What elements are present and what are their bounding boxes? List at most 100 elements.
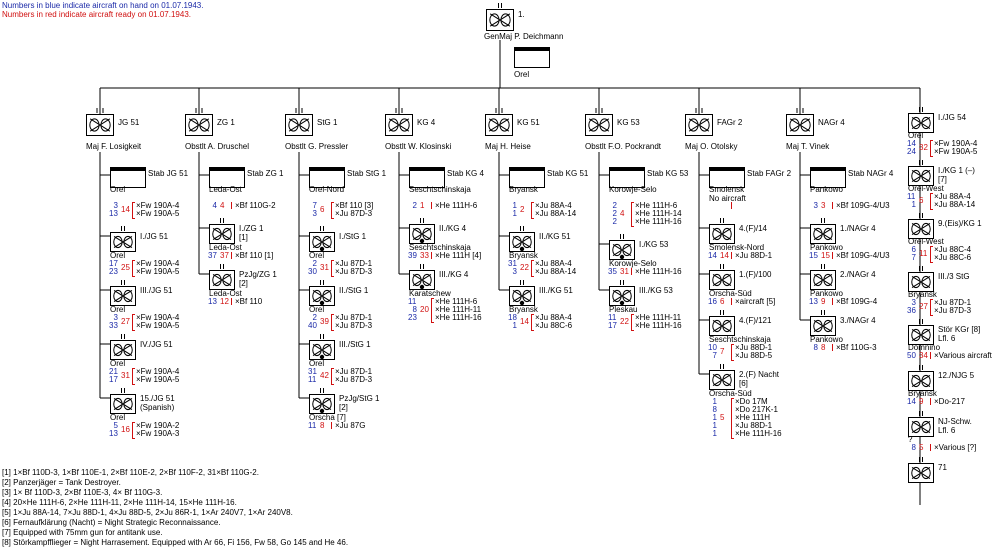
right-unit-strength-aircraft: ×Various aircraft bbox=[934, 351, 992, 360]
gruppe-strength-onhand: 1 bbox=[712, 429, 717, 438]
stab-strength-onhand: 2 bbox=[412, 201, 417, 210]
stab-strength-ready: 4 bbox=[220, 201, 225, 210]
gruppe-subnote: [1] bbox=[239, 233, 248, 242]
gruppe-strength-aircraft: ×He 111H-11 bbox=[635, 313, 682, 322]
bracket bbox=[631, 314, 634, 331]
unit-location: Leda-Ost bbox=[209, 185, 242, 194]
gruppe-strength-onhand: 30 bbox=[308, 267, 317, 276]
wing-name: JG 51 bbox=[118, 118, 140, 127]
right-unit-strength-onhand: 14 bbox=[907, 397, 916, 406]
gruppe-strength-aircraft: ×Bf 110 bbox=[235, 297, 263, 306]
gruppe-symbol-icon bbox=[709, 218, 735, 244]
gruppe-strength-aircraft: ×Ju 87D-1 bbox=[335, 367, 373, 376]
gruppe-strength-onhand: 17 bbox=[109, 259, 118, 268]
right-unit-strength-onhand: 7 bbox=[911, 253, 916, 262]
gruppe-symbol-icon bbox=[509, 280, 535, 306]
stab-strength-aircraft: ×Ju 87D-3 bbox=[335, 209, 373, 218]
gruppe-strength-ready: 25 bbox=[121, 263, 130, 272]
gruppe-name: PzJg/StG 1 bbox=[339, 394, 380, 403]
unit-location: Seschtschinskaja bbox=[709, 335, 771, 344]
gruppe-strength-onhand: 1 bbox=[712, 397, 717, 406]
bracket bbox=[331, 260, 334, 277]
gruppe-subnote: [2] bbox=[339, 403, 348, 412]
unit-location: Bryansk bbox=[509, 305, 538, 314]
stab-strength-aircraft: ×Bf 109G-4/U3 bbox=[836, 201, 890, 210]
stab-name: Stab ZG 1 bbox=[247, 169, 284, 178]
stab-strength-aircraft: ×Ju 88A-4 bbox=[535, 201, 572, 210]
right-unit-location: Orel-West bbox=[908, 184, 944, 193]
gruppe-name: 4.(F)/14 bbox=[739, 224, 768, 233]
gruppe-strength-onhand: 2 bbox=[312, 313, 317, 322]
stab-strength-aircraft: ×Fw 190A-5 bbox=[136, 209, 180, 218]
unit-location: Leda-Ost bbox=[209, 243, 242, 252]
right-unit-strength-ready: 5 bbox=[919, 443, 924, 452]
footnote: [3] 1× Bf 110D-3, 2×Bf 110E-3, 4× Bf 110… bbox=[2, 488, 163, 497]
gruppe-symbol-icon bbox=[110, 280, 136, 306]
gruppe-symbol-icon bbox=[110, 388, 136, 414]
right-unit-symbol-icon bbox=[908, 107, 934, 133]
right-unit-strength-onhand: 50 bbox=[907, 351, 916, 360]
stab-strength-aircraft: ×He 111H-6 bbox=[435, 201, 478, 210]
gruppe-strength-ready: 14 bbox=[720, 251, 729, 260]
wing-name: NAGr 4 bbox=[818, 118, 845, 127]
bracket bbox=[930, 444, 931, 451]
bracket bbox=[731, 252, 732, 259]
gruppe-symbol-icon bbox=[709, 364, 735, 390]
bracket bbox=[731, 398, 734, 439]
gruppe-symbol-icon bbox=[810, 218, 836, 244]
gruppe-strength-ready: 7 bbox=[720, 347, 725, 356]
gruppe-name: II./KG 4 bbox=[439, 224, 467, 233]
bracket bbox=[930, 193, 933, 210]
unit-location: Leda-Ost bbox=[209, 289, 242, 298]
bracket bbox=[930, 398, 931, 405]
gruppe-strength-onhand: 18 bbox=[508, 313, 517, 322]
gruppe-strength-ready: 22 bbox=[520, 263, 529, 272]
stab-strength-aircraft: ×Fw 190A-4 bbox=[136, 201, 180, 210]
gruppe-symbol-icon bbox=[209, 218, 235, 244]
gruppe-strength-onhand: 8 bbox=[712, 405, 717, 414]
right-unit-subnote: Lfl. 6 bbox=[938, 334, 956, 343]
right-unit-strength-ready: 6 bbox=[919, 196, 924, 205]
gruppe-strength-onhand: 31 bbox=[508, 259, 517, 268]
right-unit-strength-onhand: 1 bbox=[911, 200, 916, 209]
right-unit-strength-onhand: 3 bbox=[911, 298, 916, 307]
right-unit-symbol-icon bbox=[908, 365, 934, 391]
right-unit-strength-aircraft: ×Various [?] bbox=[934, 443, 977, 452]
stab-name: Stab KG 51 bbox=[547, 169, 589, 178]
stab-box bbox=[110, 167, 146, 188]
gruppe-strength-aircraft: ×He 111H-6 bbox=[435, 297, 478, 306]
right-unit-name: 9.(Eis)/KG 1 bbox=[938, 219, 982, 228]
gruppe-strength-aircraft: ×Bf 109G-4 bbox=[836, 297, 878, 306]
gruppe-symbol-icon bbox=[309, 226, 335, 252]
gruppe-symbol-icon bbox=[709, 310, 735, 336]
gruppe-name: I./JG 51 bbox=[140, 232, 169, 241]
bracket bbox=[132, 368, 135, 385]
gruppe-strength-onhand: 13 bbox=[109, 429, 118, 438]
gruppe-name: 4.(F)/121 bbox=[739, 316, 772, 325]
right-unit-strength-aircraft: ×Fw 190A-5 bbox=[934, 147, 978, 156]
bracket bbox=[431, 252, 432, 259]
gruppe-strength-aircraft: ×Ju 88C-6 bbox=[535, 321, 573, 330]
gruppe-name: I./KG 53 bbox=[639, 240, 669, 249]
stab-strength-onhand: 2 bbox=[612, 209, 617, 218]
gruppe-subnote: [6] bbox=[739, 379, 748, 388]
gruppe-strength-onhand: 11 bbox=[308, 375, 317, 384]
gruppe-strength-ready: 20 bbox=[420, 305, 429, 314]
stab-strength-onhand: 1 bbox=[512, 201, 517, 210]
right-unit-strength-onhand: 8 bbox=[911, 443, 916, 452]
unit-location: Orel-Nord bbox=[309, 185, 345, 194]
gruppe-strength-onhand: 5 bbox=[113, 421, 118, 430]
gruppe-strength-onhand: 1 bbox=[512, 321, 517, 330]
gruppe-strength-ready: 9 bbox=[821, 297, 826, 306]
stab-strength-aircraft: ×Bf 110G-2 bbox=[235, 201, 276, 210]
right-unit-strength-onhand: 14 bbox=[907, 139, 916, 148]
gruppe-name: I./StG 1 bbox=[339, 232, 367, 241]
gruppe-strength-onhand: 3 bbox=[512, 267, 517, 276]
footnote: [5] 1×Ju 88A-14, 7×Ju 88D-1, 4×Ju 88D-5,… bbox=[2, 508, 293, 517]
gruppe-symbol-icon bbox=[309, 334, 335, 360]
unit-location: Orel bbox=[309, 305, 325, 314]
gruppe-strength-onhand: 23 bbox=[408, 313, 417, 322]
right-unit-strength-ready: 34 bbox=[919, 351, 928, 360]
